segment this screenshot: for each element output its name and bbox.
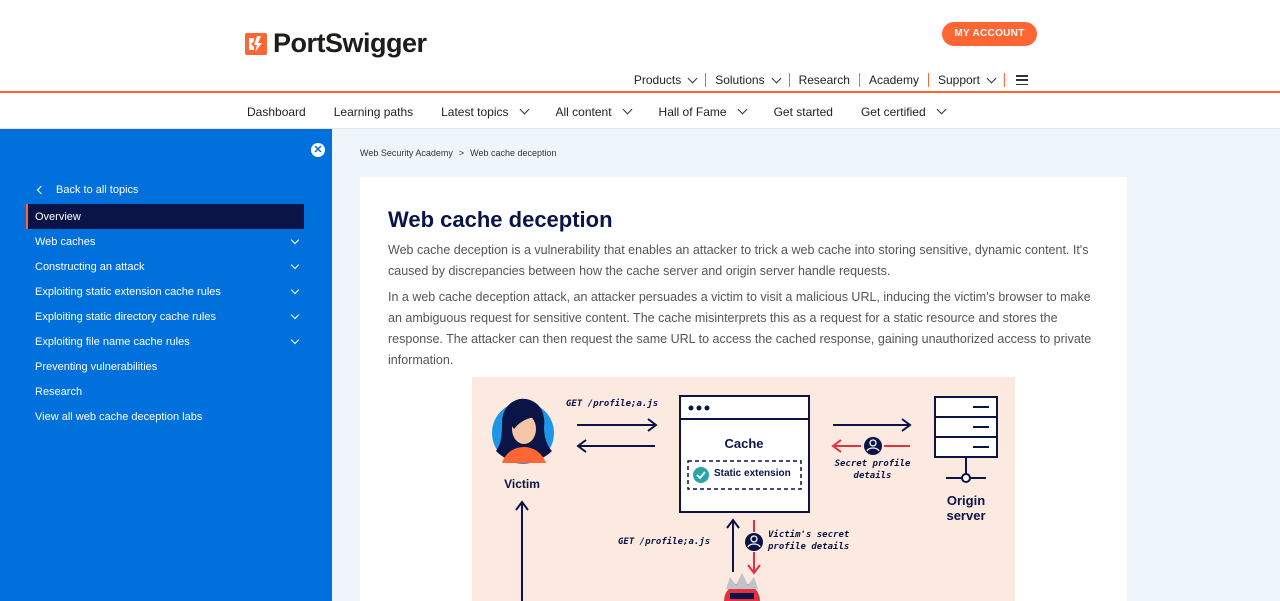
sidebar-item-web-caches[interactable]: Web caches [26, 229, 304, 254]
static-extension-label: Static extension [714, 468, 791, 479]
sidebar-item-label: Preventing vulnerabilities [35, 360, 158, 373]
sidebar-topic-list: Overview Web caches Constructing an atta… [26, 204, 304, 429]
sidebar-item-static-directory[interactable]: Exploiting static directory cache rules [26, 304, 304, 329]
back-to-all-topics-link[interactable]: Back to all topics [35, 184, 139, 196]
subnav-get-certified-label: Get certified [860, 104, 926, 119]
nav-products-label: Products [633, 73, 682, 87]
nav-solutions[interactable]: Solutions [706, 73, 790, 87]
topic-sidebar: ✕ Back to all topics Overview Web caches… [0, 129, 332, 601]
nav-academy[interactable]: Academy [860, 73, 929, 87]
breadcrumb-root-link[interactable]: Web Security Academy [360, 148, 453, 158]
chevron-down-icon [687, 73, 698, 83]
chevron-down-icon [771, 73, 782, 83]
subnav-latest-topics-label: Latest topics [441, 104, 509, 119]
sidebar-item-preventing[interactable]: Preventing vulnerabilities [26, 354, 304, 379]
chevron-down-icon [622, 104, 632, 115]
secret-details-label-2: details [853, 471, 892, 481]
origin-server-label-1: Origin [946, 493, 986, 508]
victim-avatar-icon [492, 398, 554, 464]
nav-research[interactable]: Research [790, 73, 860, 87]
sidebar-item-constructing-an-attack[interactable]: Constructing an attack [26, 254, 304, 279]
close-sidebar-icon[interactable]: ✕ [311, 143, 325, 157]
sidebar-item-label: Overview [35, 210, 81, 223]
subnav-dashboard-label: Dashboard [247, 104, 306, 119]
sidebar-item-label: Constructing an attack [35, 260, 145, 273]
academy-subnav: Dashboard Learning paths Latest topics A… [0, 95, 1280, 129]
chevron-down-icon[interactable] [290, 235, 300, 244]
sidebar-item-label: Exploiting static extension cache rules [35, 285, 221, 298]
main-nav: Products Solutions Research Academy Supp… [625, 72, 1037, 88]
nav-research-label: Research [798, 73, 850, 87]
attacker-avatar-icon [724, 573, 760, 601]
request-top-label: GET /profile;a.js [566, 399, 659, 409]
user-profile-icon [864, 437, 882, 455]
chevron-down-icon [986, 73, 997, 83]
subnav-all-content[interactable]: All content [555, 104, 632, 119]
back-label: Back to all topics [56, 184, 139, 196]
subnav-get-certified[interactable]: Get certified [860, 104, 947, 119]
sidebar-item-label: Exploiting static directory cache rules [35, 310, 216, 323]
victim-secret-label-1: Victim's secret [768, 530, 850, 540]
chevron-down-icon [936, 104, 947, 115]
subnav-hall-of-fame-label: Hall of Fame [658, 104, 727, 119]
sidebar-item-overview[interactable]: Overview [26, 204, 304, 229]
victim-secret-label-2: profile details [768, 542, 850, 552]
subnav-get-started-label: Get started [773, 104, 833, 119]
sidebar-item-view-all-labs[interactable]: View all web cache deception labs [26, 404, 304, 429]
request-bottom-label: GET /profile;a.js [618, 537, 711, 547]
sidebar-item-label: Web caches [35, 235, 96, 248]
breadcrumb: Web Security Academy > Web cache deception [360, 148, 557, 158]
breadcrumb-current-link[interactable]: Web cache deception [470, 148, 557, 158]
page-title: Web cache deception [388, 207, 613, 232]
subnav-dashboard[interactable]: Dashboard [247, 105, 306, 119]
sidebar-item-file-name[interactable]: Exploiting file name cache rules [26, 329, 304, 354]
origin-server-label-2: server [946, 508, 986, 523]
my-account-button[interactable]: MY ACCOUNT [942, 22, 1037, 46]
chevron-down-icon[interactable] [290, 310, 300, 319]
sidebar-item-label: Exploiting file name cache rules [35, 335, 190, 348]
hamburger-menu-icon [1016, 75, 1028, 85]
web-cache-deception-diagram: GET /profile;a.js Victim Cache Static ex… [472, 377, 1015, 601]
chevron-left-icon [36, 185, 46, 195]
attack-paragraph: In a web cache deception attack, an atta… [388, 290, 1092, 367]
portswigger-logo-icon [245, 32, 267, 55]
cache-label: Cache [724, 436, 764, 451]
chevron-down-icon[interactable] [290, 335, 300, 344]
article-card: Web cache deception Web cache deception … [360, 177, 1127, 601]
chevron-down-icon[interactable] [290, 285, 300, 294]
subnav-latest-topics[interactable]: Latest topics [441, 104, 529, 119]
nav-support-label: Support [937, 73, 980, 87]
chevron-down-icon [737, 104, 748, 115]
subnav-learning-paths[interactable]: Learning paths [334, 105, 413, 119]
sidebar-item-static-extension[interactable]: Exploiting static extension cache rules [26, 279, 304, 304]
sidebar-item-label: View all web cache deception labs [35, 410, 203, 423]
chevron-down-icon [519, 104, 529, 115]
intro-paragraph: Web cache deception is a vulnerability t… [388, 243, 1089, 278]
brand-name: PortSwigger [273, 28, 427, 58]
nav-support[interactable]: Support [929, 73, 1005, 87]
secret-details-label-1: Secret profile [834, 459, 911, 469]
breadcrumb-separator: > [458, 148, 465, 158]
origin-server-icon [934, 396, 998, 483]
nav-solutions-label: Solutions [715, 73, 765, 87]
subnav-get-started[interactable]: Get started [774, 105, 833, 119]
subnav-learning-paths-label: Learning paths [333, 104, 414, 119]
subnav-all-content-label: All content [555, 104, 612, 119]
menu-button[interactable] [1005, 73, 1037, 87]
cache-window-icon [679, 395, 810, 513]
nav-products[interactable]: Products [625, 73, 707, 87]
portswigger-logo[interactable]: PortSwigger [245, 28, 427, 59]
nav-academy-label: Academy [868, 73, 919, 87]
top-header: PortSwigger MY ACCOUNT Products Solution… [0, 0, 1280, 93]
chevron-down-icon[interactable] [290, 260, 300, 269]
sidebar-item-research[interactable]: Research [26, 379, 304, 404]
victim-label: Victim [504, 477, 540, 491]
subnav-hall-of-fame[interactable]: Hall of Fame [658, 104, 748, 119]
sidebar-item-label: Research [35, 385, 83, 398]
user-profile-icon [745, 533, 763, 551]
